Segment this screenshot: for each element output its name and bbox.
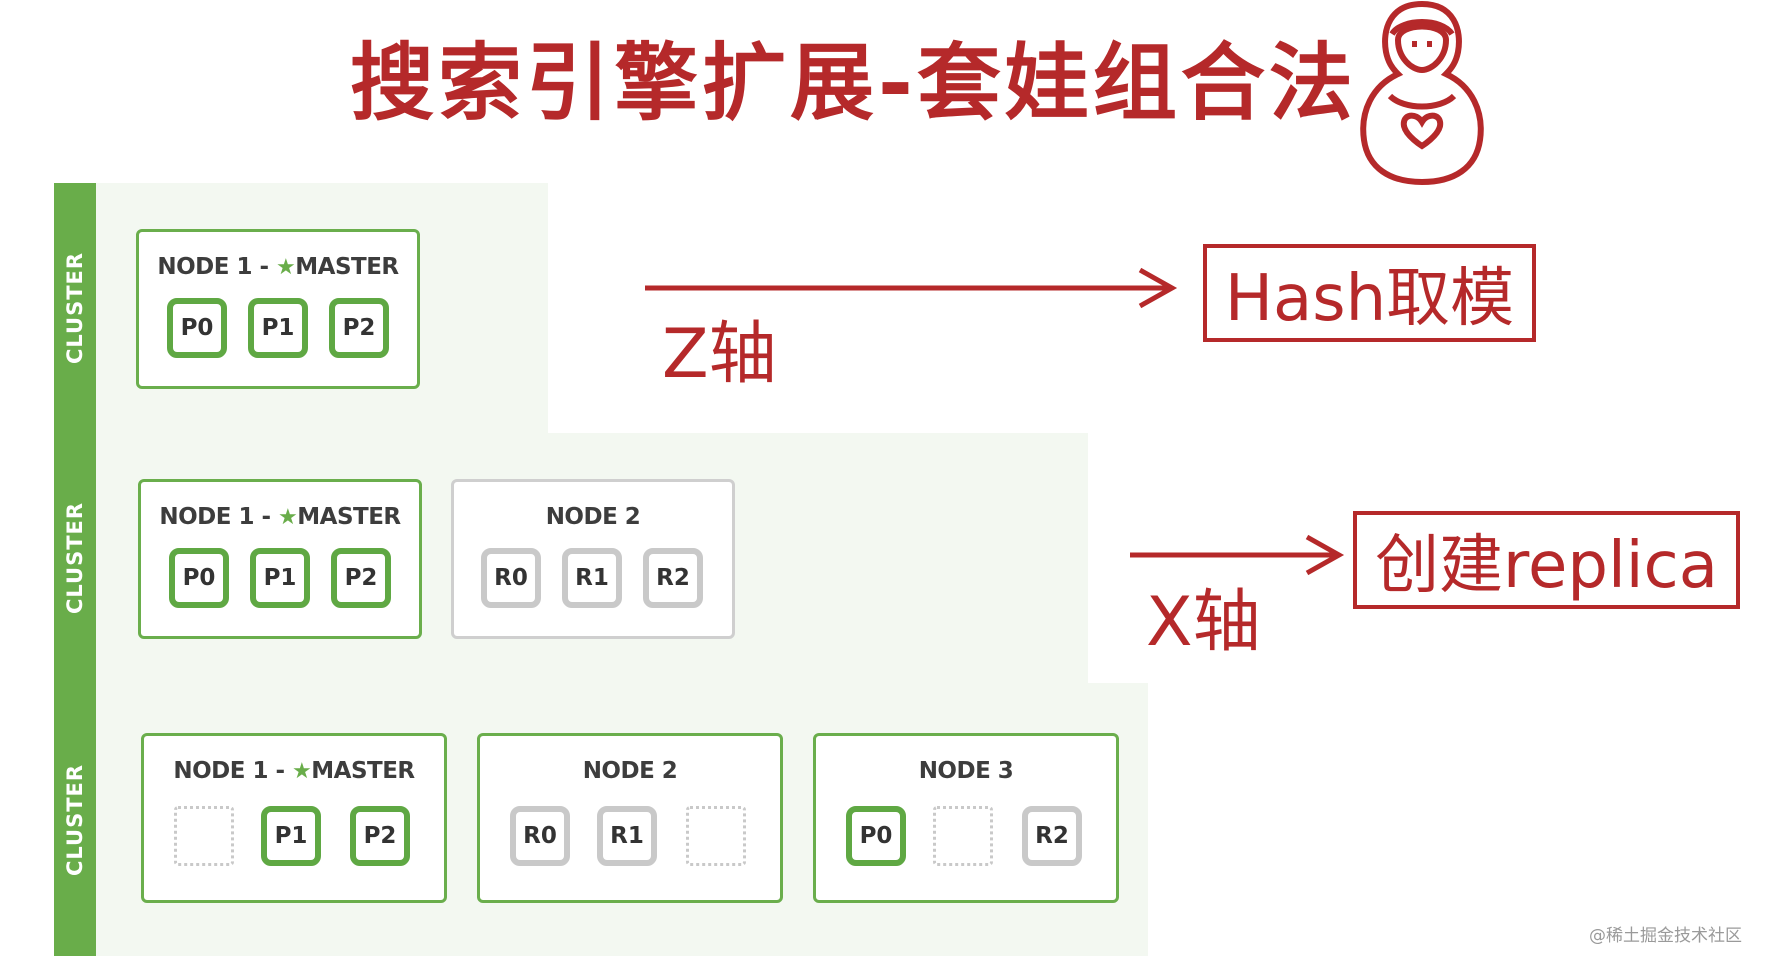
node-title: NODE 1 - [157, 254, 277, 280]
shard-replica: R2 [643, 548, 703, 608]
node-title: NODE 1 - [173, 758, 293, 784]
shard-primary: P0 [169, 548, 229, 608]
shard-primary: P0 [167, 298, 227, 358]
node-title: NODE 2 [545, 504, 641, 530]
shard-replica: R0 [481, 548, 541, 608]
shard-primary: P2 [331, 548, 391, 608]
master-label: MASTER [311, 758, 415, 784]
shard-primary: P1 [250, 548, 310, 608]
z-axis-arrowhead [1138, 267, 1178, 309]
watermark: @稀土掘金技术社区 [1589, 926, 1742, 946]
shard-empty-slot [174, 806, 234, 866]
cluster-2-node-1: NODE 1 - ★MASTER P0 P1 P2 [138, 479, 422, 639]
z-axis-label: Z轴 [662, 315, 777, 394]
shard-replica: R0 [510, 806, 570, 866]
shard-primary: P2 [350, 806, 410, 866]
x-axis-arrowhead [1305, 534, 1345, 576]
shard-empty-slot [686, 806, 746, 866]
cluster-3-node-3: NODE 3 P0 R2 [813, 733, 1119, 903]
cluster-3-node-1: NODE 1 - ★MASTER P1 P2 [141, 733, 447, 903]
create-replica-box: 创建replica [1353, 511, 1740, 609]
shard-primary: P1 [261, 806, 321, 866]
cluster-3-node-2: NODE 2 R0 R1 [477, 733, 783, 903]
master-label: MASTER [297, 504, 401, 530]
hash-modulo-box: Hash取模 [1203, 244, 1536, 342]
shard-primary: P2 [329, 298, 389, 358]
cluster-2-bar: CLUSTER [54, 433, 96, 683]
x-axis-label: X轴 [1146, 583, 1261, 662]
star-icon: ★ [292, 759, 312, 784]
shard-empty-slot [933, 806, 993, 866]
shard-replica: R1 [597, 806, 657, 866]
shard-replica: R1 [562, 548, 622, 608]
node-title: NODE 2 [582, 758, 678, 784]
page-title: 搜索引擎扩展-套娃组合法 [350, 34, 1357, 132]
master-label: MASTER [295, 254, 399, 280]
shard-primary: P0 [846, 806, 906, 866]
node-title: NODE 1 - [159, 504, 279, 530]
shard-replica: R2 [1022, 806, 1082, 866]
star-icon: ★ [278, 505, 298, 530]
matryoshka-doll-icon [1360, 0, 1484, 186]
cluster-1-bar: CLUSTER [54, 183, 96, 433]
shard-primary: P1 [248, 298, 308, 358]
cluster-2-node-2: NODE 2 R0 R1 R2 [451, 479, 735, 639]
node-title: NODE 3 [918, 758, 1014, 784]
cluster-1-node-1: NODE 1 - ★MASTER P0 P1 P2 [136, 229, 420, 389]
cluster-3-bar: CLUSTER [54, 683, 96, 956]
star-icon: ★ [276, 255, 296, 280]
